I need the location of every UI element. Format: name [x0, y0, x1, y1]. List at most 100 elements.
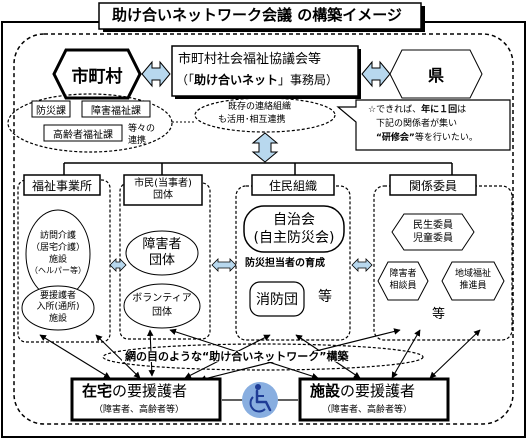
citizen-header-line-2: 団体	[153, 190, 173, 201]
citizen-item-1-shape	[125, 230, 199, 276]
related-item-1: 民生委員 児童委員	[392, 214, 474, 250]
resident-item-1-shape	[243, 205, 345, 253]
dept-label-3: 高齢者福祉課	[53, 129, 113, 141]
council-line-2-bold: 助け合いネット	[194, 73, 279, 87]
facility-title-post: の要援護者	[340, 382, 416, 400]
welfare-item-2-line-3: 施設	[48, 313, 67, 324]
resident-training: 防災担当者の育成	[245, 258, 325, 269]
callout-line-3: “研修会”等を行いたい。	[376, 134, 478, 143]
home-title: 在宅の要援護者	[82, 384, 187, 399]
dept-suffix-2: 連携	[128, 136, 147, 146]
network-arrow-1	[39, 334, 111, 379]
city-label: 市町村	[71, 66, 123, 87]
dept-box-1	[31, 100, 71, 118]
resident-item-1: 自治会 (自主防災会)	[244, 206, 344, 252]
dept-label-2: 障害福祉課	[91, 105, 141, 117]
network-arrow-9	[429, 329, 481, 379]
resident-item-1-line-1: 自治会	[273, 211, 315, 228]
dept-suffix-1: 等々の	[128, 124, 156, 134]
callout-line-3-post: 等を行いたい。	[414, 133, 478, 143]
network-arrow-8	[391, 329, 421, 379]
existing-org-line-2: も活用･相互連携	[218, 115, 286, 125]
welfare-item-2-line-2: 入所(通所)	[36, 302, 80, 313]
city-hexagon	[52, 48, 142, 100]
welfare-item-1-line-1: 訪問介護	[39, 231, 76, 242]
arrow-col-3-4	[351, 258, 373, 272]
dept-box-3	[43, 124, 123, 142]
wheelchair-icon	[242, 382, 278, 418]
welfare-item-1-line-4: （ヘルパー等）	[30, 266, 86, 276]
council-box	[171, 45, 359, 97]
facility-title: 施設の要援護者	[310, 384, 415, 399]
citizen-item-2-shape	[123, 283, 201, 329]
title-box	[98, 2, 422, 30]
resident-item-1-line-2: (自主防災会)	[253, 230, 335, 246]
network-label: 網の目のような“助け合いネットワーク”構築	[122, 351, 352, 362]
welfare-item-1-line-3: 施設	[48, 254, 67, 265]
network-arrow-2	[95, 334, 141, 379]
related-item-2-shape	[377, 261, 429, 301]
citizen-header-line-1: 市民(当事者)	[134, 177, 192, 189]
council-line-2-pre: （「	[176, 73, 195, 87]
related-item-1-line-1: 民生委員	[413, 220, 453, 231]
callout-shape	[336, 99, 511, 151]
resident-etc: 等	[318, 289, 332, 305]
related-item-2-line-1: 障害者	[389, 269, 417, 280]
welfare-item-2: 要援護者 入所(通所) 施設	[22, 288, 94, 328]
outer-dashed-frame	[13, 33, 514, 425]
citizen-item-1-line-1: 障害者	[142, 236, 182, 252]
citizen-header-box	[123, 174, 203, 206]
citizen-item-2-line-1: ボランティア	[132, 293, 192, 304]
related-header: 関係委員	[408, 178, 457, 193]
callout-line-1: ☆できれば、年に１回は	[368, 106, 466, 115]
welfare-item-2-line-1: 要援護者	[39, 291, 76, 302]
departments-ellipse	[7, 93, 173, 153]
existing-org-ellipse	[194, 97, 336, 133]
related-item-3-line-2: 推進員	[459, 281, 487, 291]
callout-line-1-bold: 年に１回	[421, 105, 458, 115]
dept-label-1: 防災課	[36, 105, 66, 117]
welfare-item-2-shape	[21, 285, 95, 331]
related-item-2-line-2: 相談員	[389, 281, 417, 291]
citizen-item-2-line-2: 団体	[152, 307, 172, 318]
related-item-3: 地域福祉 推進員	[442, 262, 504, 300]
home-title-post: の要援護者	[112, 382, 188, 400]
citizen-item-1-line-2: 団体	[148, 253, 175, 268]
citizen-item-2: ボランティア 団体	[124, 284, 200, 328]
resident-header: 住民組織	[268, 178, 317, 193]
related-item-2: 障害者 相談員	[378, 262, 428, 300]
welfare-item-1: 訪問介護 （居宅介護） 施設 （ヘルパー等）	[26, 218, 90, 290]
home-box	[70, 377, 222, 422]
welfare-item-1-line-2: （居宅介護）	[30, 242, 85, 253]
existing-org-line-1: 既存の連絡組織	[228, 102, 292, 112]
callout-line-2: 下記の関係者が集い	[376, 119, 458, 129]
facility-title-pre: 施設	[310, 382, 341, 400]
council-line-2-post: 」事務局）	[278, 73, 339, 87]
resident-item-2: 消防団	[256, 292, 298, 308]
citizen-item-1: 障害者 団体	[126, 231, 198, 275]
related-item-1-line-2: 児童委員	[413, 233, 453, 244]
related-item-3-shape	[441, 261, 505, 301]
council-line-1: 市町村社会福祉協議会等	[178, 52, 322, 67]
welfare-header: 福祉事業所	[31, 178, 92, 193]
facility-box	[298, 377, 450, 422]
facility-subtitle: （障害者、高齢者等）	[322, 405, 413, 415]
welfare-header-box	[23, 174, 101, 196]
pref-label: 県	[427, 66, 444, 85]
citizen-header: 市民(当事者) 団体	[124, 175, 202, 205]
callout-line-3-bold: “研修会”	[376, 133, 415, 143]
home-title-pre: 在宅	[82, 382, 113, 400]
home-subtitle: （障害者、高齢者等）	[94, 405, 185, 415]
related-header-box	[389, 174, 477, 196]
related-item-3-line-1: 地域福祉	[454, 269, 491, 280]
arrow-col-2-3	[211, 258, 237, 272]
resident-item-2-shape	[249, 281, 305, 317]
council-line-2: （「助け合いネット」事務局）	[176, 74, 338, 86]
related-etc: 等	[432, 307, 446, 322]
arrow-city-council	[141, 60, 171, 88]
page-title: 助け合いネットワーク会議 の構築イメージ	[112, 6, 402, 24]
dept-box-2	[81, 100, 151, 118]
resident-header-box	[251, 174, 335, 196]
arrow-council-pref	[361, 60, 391, 88]
